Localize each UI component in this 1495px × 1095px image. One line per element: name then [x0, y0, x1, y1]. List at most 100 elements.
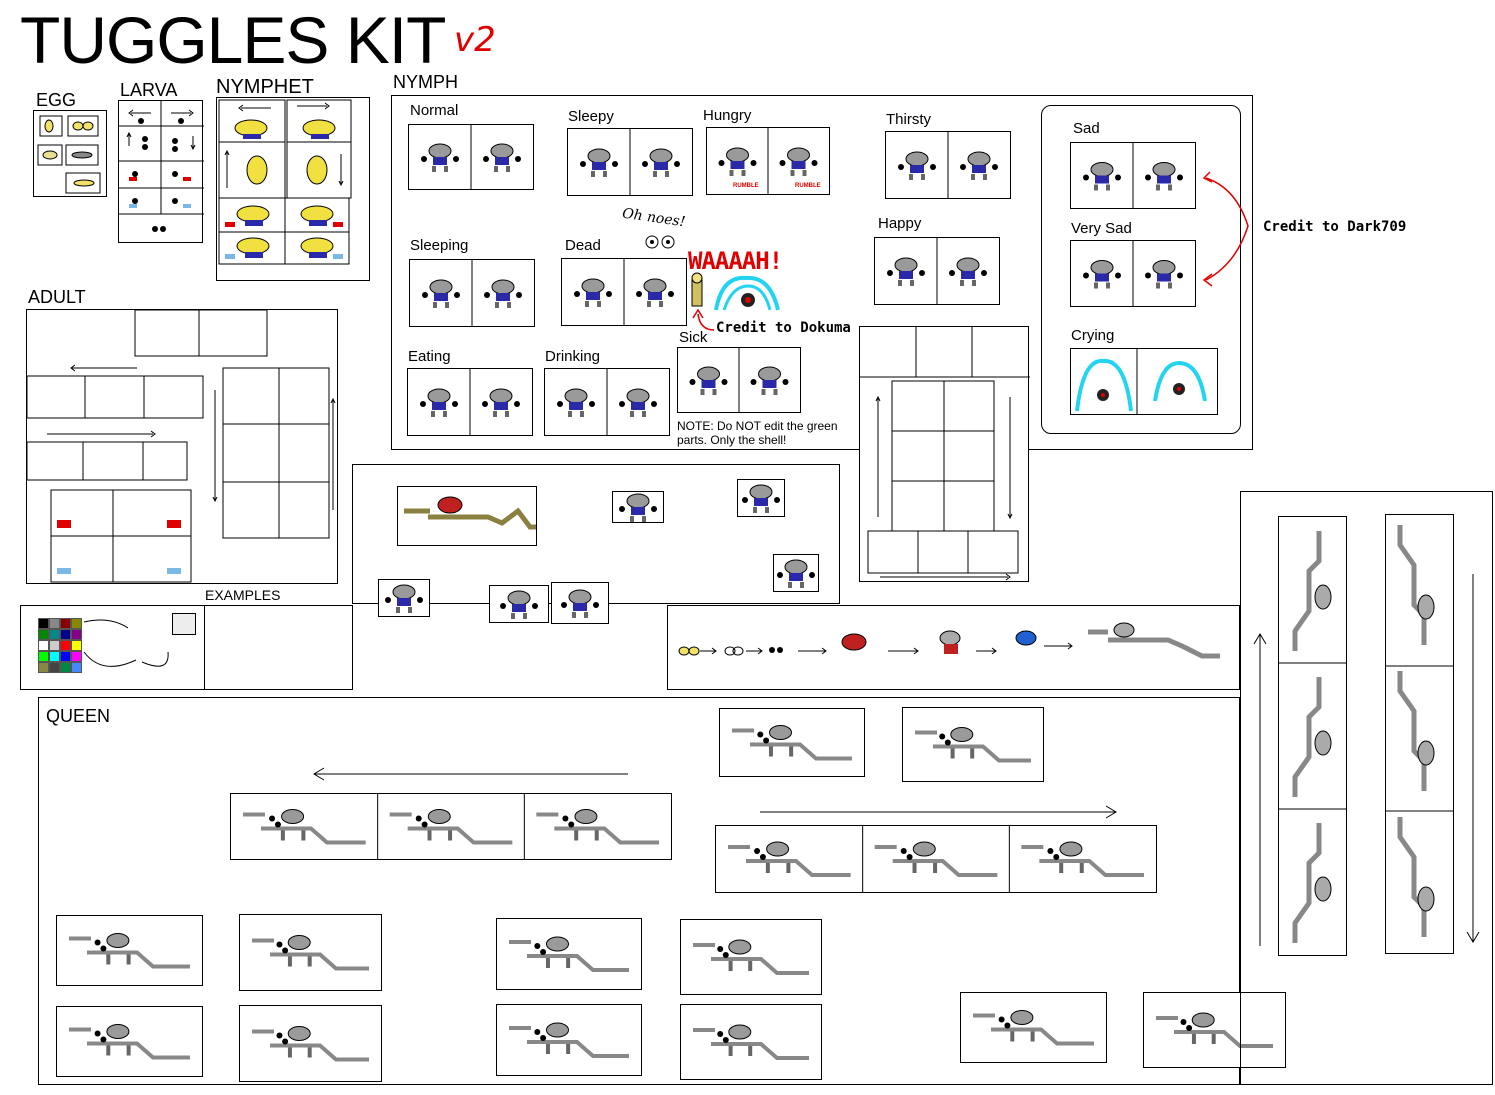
palette-swatch[interactable]	[49, 629, 60, 640]
palette-swatch[interactable]	[71, 629, 82, 640]
palette-swatch[interactable]	[71, 662, 82, 673]
queen-walk-down-sheet	[1385, 514, 1454, 954]
mood-crying-label: Crying	[1071, 327, 1115, 344]
palette-swatch[interactable]	[49, 618, 60, 629]
palette-swatch[interactable]	[60, 629, 71, 640]
palette-swatch[interactable]	[49, 662, 60, 673]
egg-sprites	[37, 115, 101, 194]
palette-swatch[interactable]	[71, 618, 82, 629]
color-palette	[38, 618, 82, 674]
queen-sleep-right	[680, 919, 822, 995]
kit-title: TUGGLES KIT	[20, 3, 446, 77]
version-mark: v2	[454, 20, 496, 60]
nymph-walk-sprites	[860, 317, 1030, 581]
example-gray-shell	[737, 479, 785, 517]
mood-sleeping-label: Sleeping	[410, 237, 469, 254]
mood-normal-label: Normal	[410, 102, 459, 119]
dizzy-eyes-icon	[645, 235, 675, 249]
waaah-text: WAAAAH!	[688, 247, 783, 275]
palette-swatch[interactable]	[38, 629, 49, 640]
adult-panel	[26, 309, 338, 584]
palette-demo-arrows	[83, 619, 169, 667]
palette-swatch[interactable]	[60, 662, 71, 673]
queen-eat-right	[239, 914, 382, 991]
mood-drinking-sprite	[544, 368, 670, 436]
queen-walk-left-arrow	[313, 767, 628, 781]
sad-group-panel	[1041, 105, 1241, 434]
mood-sick-sprite	[677, 347, 801, 413]
palette-right-gap	[205, 605, 353, 690]
larva-heading: LARVA	[120, 80, 178, 100]
dokuma-credit-arrow-icon	[692, 308, 715, 331]
rumble-text-1: RUMBLE	[733, 183, 759, 189]
mood-hungry-label: Hungry	[703, 107, 752, 124]
lifecycle-sprites	[678, 622, 1220, 659]
mood-sleeping-sprite	[409, 259, 535, 327]
mood-normal-sprite	[408, 124, 534, 190]
example-red-shell	[773, 554, 819, 592]
nymph-walk-panel	[859, 317, 1030, 582]
palette-swatch[interactable]	[71, 651, 82, 662]
crying-kid-sprite	[691, 272, 780, 311]
mood-very-sad-label: Very Sad	[1071, 220, 1132, 237]
nymph-heading: NYMPH	[393, 72, 459, 92]
egg-panel	[33, 110, 107, 197]
credit-dokuma: Credit to Dokuma	[716, 320, 851, 336]
mood-crying-sprite	[1070, 348, 1218, 415]
example-queen-red	[397, 486, 537, 546]
palette-swatch[interactable]	[60, 618, 71, 629]
mood-sick-label: Sick	[679, 329, 708, 346]
mood-happy-sprite	[874, 237, 1000, 305]
mood-hungry-sprite: RUMBLE RUMBLE	[706, 127, 830, 195]
mood-eating-label: Eating	[408, 348, 451, 365]
example-green-shell	[551, 582, 609, 624]
palette-swatch[interactable]	[60, 651, 71, 662]
mood-thirsty-label: Thirsty	[886, 111, 931, 128]
palette-swatch[interactable]	[49, 640, 60, 651]
queen-panel	[38, 697, 1240, 1085]
queen-dead-left	[496, 1004, 642, 1076]
palette-panel	[20, 605, 205, 690]
queen-sleep-left	[496, 918, 642, 990]
queen-vertical-panel	[1240, 491, 1493, 1085]
queen-pose-left	[960, 992, 1107, 1063]
queen-dead-right	[680, 1004, 822, 1080]
queen-idle-left	[719, 708, 865, 777]
palette-swatch[interactable]	[38, 618, 49, 629]
mood-eating-sprite	[407, 368, 533, 436]
mood-sad-label: Sad	[1073, 120, 1100, 137]
queen-down-arrow	[1466, 574, 1480, 943]
mood-happy-label: Happy	[878, 215, 922, 232]
queen-walk-left-sheet	[230, 793, 672, 860]
mood-drinking-label: Drinking	[545, 348, 601, 365]
examples-label: EXAMPLES	[205, 587, 281, 603]
mood-sad-sprite	[1070, 142, 1196, 209]
mood-very-sad-sprite	[1070, 240, 1196, 307]
queen-heading: QUEEN	[46, 706, 111, 726]
nymphet-panel	[216, 97, 370, 281]
nymphet-sprites	[218, 99, 352, 265]
palette-swatch[interactable]	[71, 640, 82, 651]
lifecycle-strip	[667, 605, 1240, 690]
mood-dead-label: Dead	[565, 237, 601, 254]
palette-swatch[interactable]	[38, 662, 49, 673]
egg-heading: EGG	[36, 90, 77, 110]
mood-sleepy-label: Sleepy	[568, 108, 614, 125]
queen-pose-right	[1143, 992, 1286, 1068]
palette-swatch[interactable]	[38, 640, 49, 651]
palette-swatch-gray[interactable]	[172, 613, 196, 635]
example-brown-shell	[378, 579, 430, 617]
palette-swatch[interactable]	[49, 651, 60, 662]
palette-swatch[interactable]	[38, 651, 49, 662]
queen-walk-right-sheet	[715, 825, 1157, 893]
palette-swatch[interactable]	[60, 640, 71, 651]
queen-up-arrow	[1253, 633, 1267, 946]
mood-thirsty-sprite	[885, 131, 1011, 199]
example-black-shell	[612, 491, 664, 523]
queen-walk-up-sheet	[1278, 516, 1347, 956]
example-blue-shell	[489, 585, 549, 623]
queen-drink-right	[239, 1005, 382, 1082]
queen-idle-right	[902, 707, 1044, 782]
green-parts-note: NOTE: Do NOT edit the green parts. Only …	[677, 419, 838, 447]
larva-panel	[118, 100, 204, 243]
